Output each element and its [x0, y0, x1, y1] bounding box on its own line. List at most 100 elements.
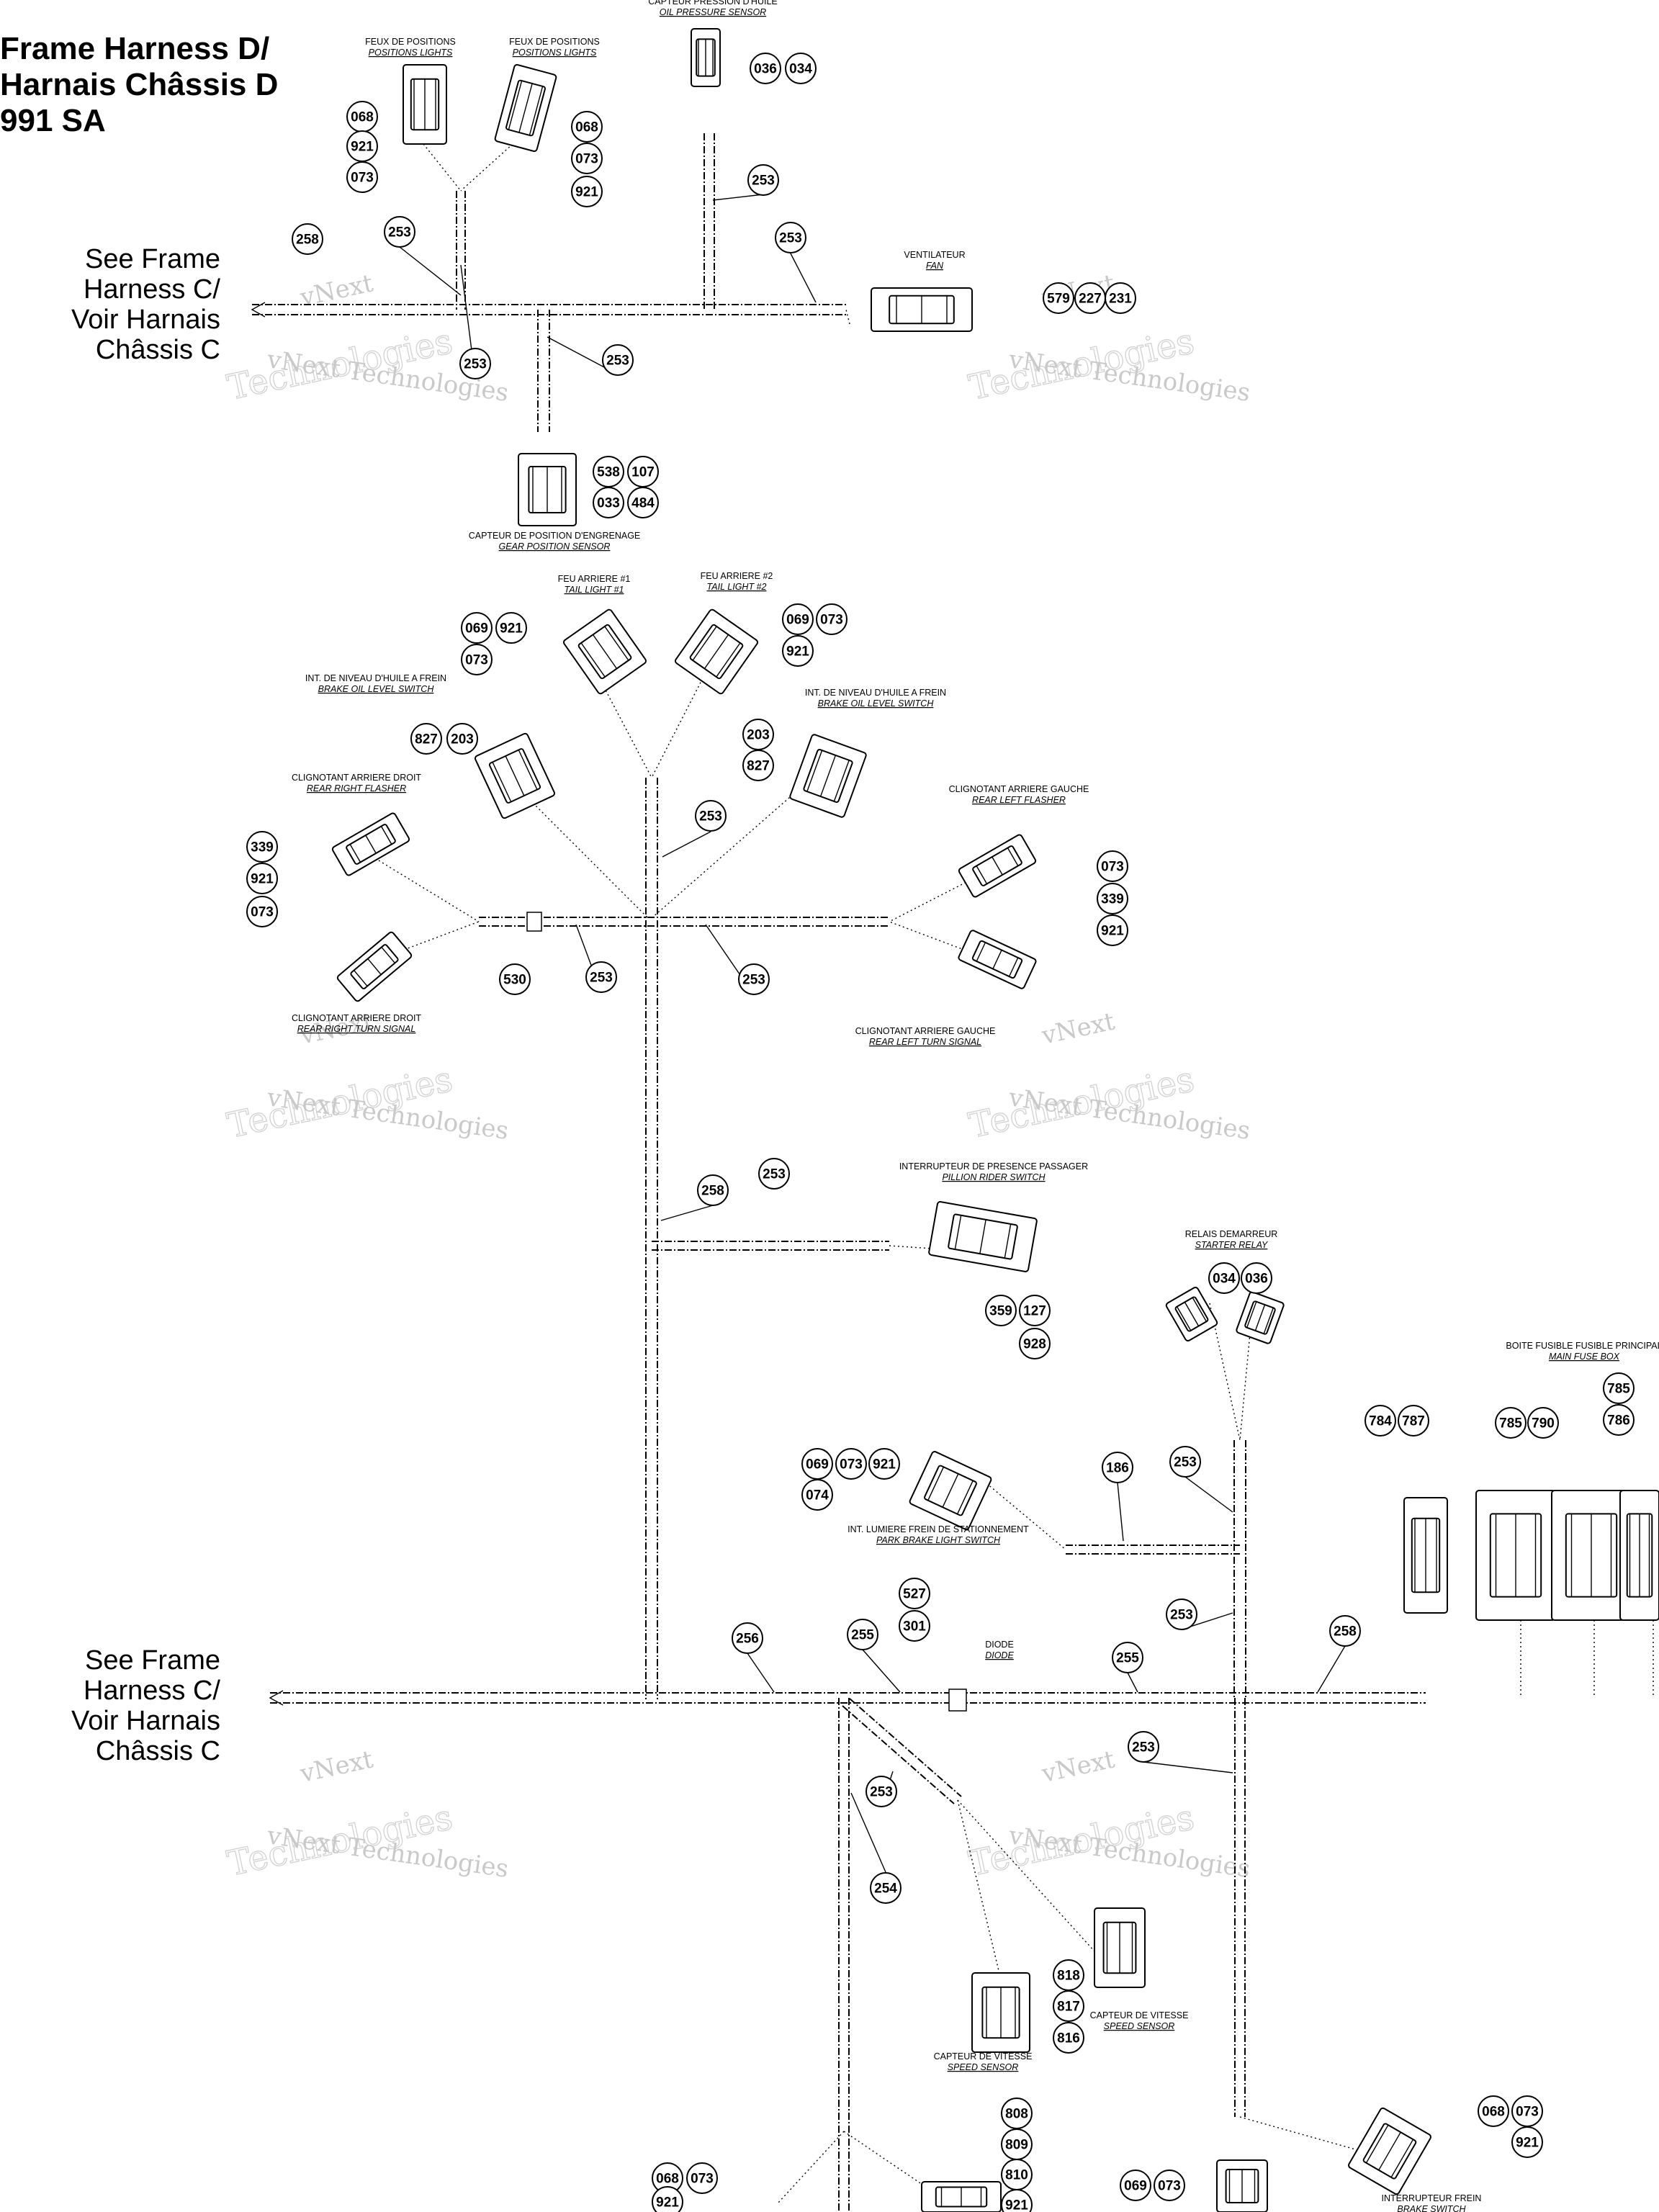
bubble-ring — [246, 863, 278, 894]
wire-number: 530 — [503, 973, 526, 988]
connector-icon — [674, 608, 759, 695]
harness-bundle — [652, 1241, 889, 1251]
bubble-ring — [1097, 850, 1128, 882]
callout-arrow — [712, 194, 764, 201]
wire-number: 069 — [465, 621, 488, 637]
label-fr: FEUX DE POSITIONS — [509, 37, 600, 47]
label-fr: INT. DE NIVEAU D'HUILE A FREIN — [805, 688, 946, 698]
bubble-ring — [1166, 1599, 1197, 1630]
wire-number-bubble: 256 — [732, 1622, 763, 1654]
label-fr: CLIGNOTANT ARRIERE DROIT — [292, 773, 421, 783]
wire-number: 254 — [874, 1881, 897, 1897]
wire-number-bubble: 254 — [870, 1872, 902, 1904]
wire-number: 921 — [1005, 2198, 1028, 2212]
wire-number: 203 — [451, 732, 474, 747]
wire-number: 579 — [1047, 292, 1070, 307]
wire-number-bubble: 527 — [899, 1578, 930, 1609]
wire-number-bubble: 359 — [985, 1295, 1017, 1326]
connector-rib — [1246, 1301, 1257, 1328]
leader-line — [349, 842, 480, 922]
wire-number-bubble: 816 — [1053, 2022, 1084, 2054]
wire-number-bubble: 253 — [866, 1776, 897, 1807]
label-fr: CAPTEUR DE POSITION D'ENGRENAGE — [469, 531, 641, 541]
wire-number: 258 — [1334, 1624, 1357, 1640]
wire-number: 359 — [989, 1304, 1012, 1319]
callout-arrow — [1143, 1761, 1233, 1773]
connector-rib — [492, 762, 512, 802]
wire-number-bubble: 036 — [1241, 1262, 1272, 1294]
wire-number-bubble: 253 — [1166, 1599, 1197, 1630]
bubble-ring — [1053, 1990, 1084, 2022]
wire-number: 073 — [840, 1457, 863, 1473]
wire-number: 034 — [1213, 1272, 1236, 1287]
wire-number: 816 — [1057, 2031, 1080, 2046]
connector-rib — [979, 1219, 986, 1254]
label-fr: INT. LUMIERE FREIN DE STATIONNEMENT — [848, 1524, 1029, 1534]
wire-number-bubble: 785 — [1603, 1372, 1635, 1404]
wire-number: 256 — [736, 1632, 759, 1647]
wire-number-bubble: 033 — [593, 487, 624, 518]
wire-number: 817 — [1057, 2000, 1080, 2015]
wire-number: 073 — [575, 152, 598, 167]
wire-number: 231 — [1109, 292, 1132, 307]
wire-number: 786 — [1607, 1413, 1630, 1429]
wire-number: 827 — [415, 732, 438, 747]
bubble-ring — [652, 2186, 683, 2212]
wire-number-bubble: 253 — [1128, 1731, 1159, 1763]
wire-number-bubble: 921 — [495, 612, 527, 644]
wire-number: 258 — [701, 1184, 724, 1199]
wire-number-bubble: 921 — [782, 635, 814, 667]
bubble-ring — [1154, 2170, 1185, 2201]
connector-rib — [1254, 1304, 1266, 1331]
wire-number: 827 — [747, 759, 770, 774]
bubble-ring — [571, 176, 603, 207]
callout-arrow — [790, 253, 817, 303]
bubble-ring — [816, 603, 848, 635]
wire-number: 253 — [752, 174, 775, 189]
leader-line — [889, 878, 974, 922]
wire-number: 921 — [656, 2195, 679, 2211]
bubble-ring — [1053, 2022, 1084, 2054]
wire-number: 253 — [1132, 1740, 1155, 1755]
connector-rib — [604, 626, 629, 661]
leader-line — [957, 1799, 1005, 1995]
wire-number: 921 — [1516, 2136, 1539, 2151]
wire-number: 068 — [1482, 2105, 1505, 2120]
bubble-ring — [1241, 1262, 1272, 1294]
wire-number: 809 — [1005, 2138, 1028, 2153]
callout-arrow — [1317, 1645, 1346, 1693]
wire-number: 253 — [1170, 1608, 1193, 1623]
wire-number: 034 — [789, 62, 812, 77]
wire-number-bubble: 255 — [1112, 1642, 1143, 1673]
bubble-ring — [246, 831, 278, 863]
watermark-word: vNext — [297, 269, 376, 313]
harness-bundle — [842, 1698, 962, 1804]
connector-rib — [942, 1473, 959, 1508]
bubble-ring — [461, 644, 493, 675]
wire-number-bubble: 809 — [1001, 2128, 1033, 2160]
wire-number: 527 — [903, 1587, 926, 1602]
connector-rib — [806, 750, 823, 792]
wire-number-bubble: 928 — [1019, 1328, 1051, 1359]
bubble-ring — [1603, 1404, 1635, 1436]
bubble-ring — [775, 222, 806, 253]
wire-number-bubble: 073 — [346, 161, 378, 193]
wire-number: 107 — [631, 465, 655, 480]
connector-rib — [380, 826, 392, 845]
splice-marker — [526, 912, 542, 932]
wire-number: 339 — [251, 840, 274, 855]
watermark-word: vNext — [1039, 1007, 1118, 1051]
bubble-ring — [459, 348, 491, 379]
harness-bundle — [252, 304, 846, 315]
label-fr: FEU ARRIERE #2 — [701, 571, 773, 581]
wire-number-bubble: 073 — [571, 143, 603, 174]
wire-number-bubble: 073 — [1511, 2095, 1543, 2127]
connector-icon — [1348, 2107, 1431, 2195]
label-fr: CAPTEUR DE VITESSE — [1090, 2010, 1189, 2020]
bubble-ring — [835, 1448, 867, 1480]
wire-number-bubble: 068 — [652, 2162, 683, 2194]
see-harness-top-line-1: See Frame — [85, 244, 220, 274]
connector-rib — [976, 942, 986, 962]
wire-number-bubble: 921 — [1001, 2189, 1033, 2212]
